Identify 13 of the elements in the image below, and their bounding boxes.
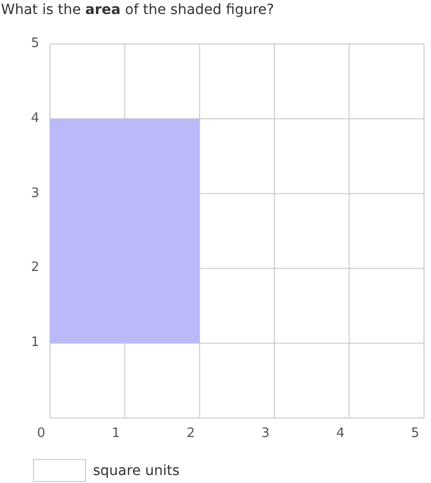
axis-tick-label: 3 — [31, 186, 40, 200]
axis-tick-label: 2 — [186, 427, 195, 440]
axis-tick-label: 3 — [261, 427, 270, 440]
axis-tick-label: 1 — [112, 427, 120, 440]
question-text: What is the area of the shaded figure? — [1, 1, 274, 20]
axis-tick-label: 1 — [31, 336, 40, 350]
axis-tick-label: 5 — [411, 427, 420, 440]
unit-label: square units — [93, 462, 180, 481]
axis-tick-label: 0 — [37, 427, 46, 440]
axis-tick-label: 4 — [336, 427, 344, 440]
axis-tick-label: 2 — [31, 261, 40, 274]
axis-tick-label: 4 — [31, 112, 40, 125]
axis-tick-label: 5 — [31, 37, 40, 50]
